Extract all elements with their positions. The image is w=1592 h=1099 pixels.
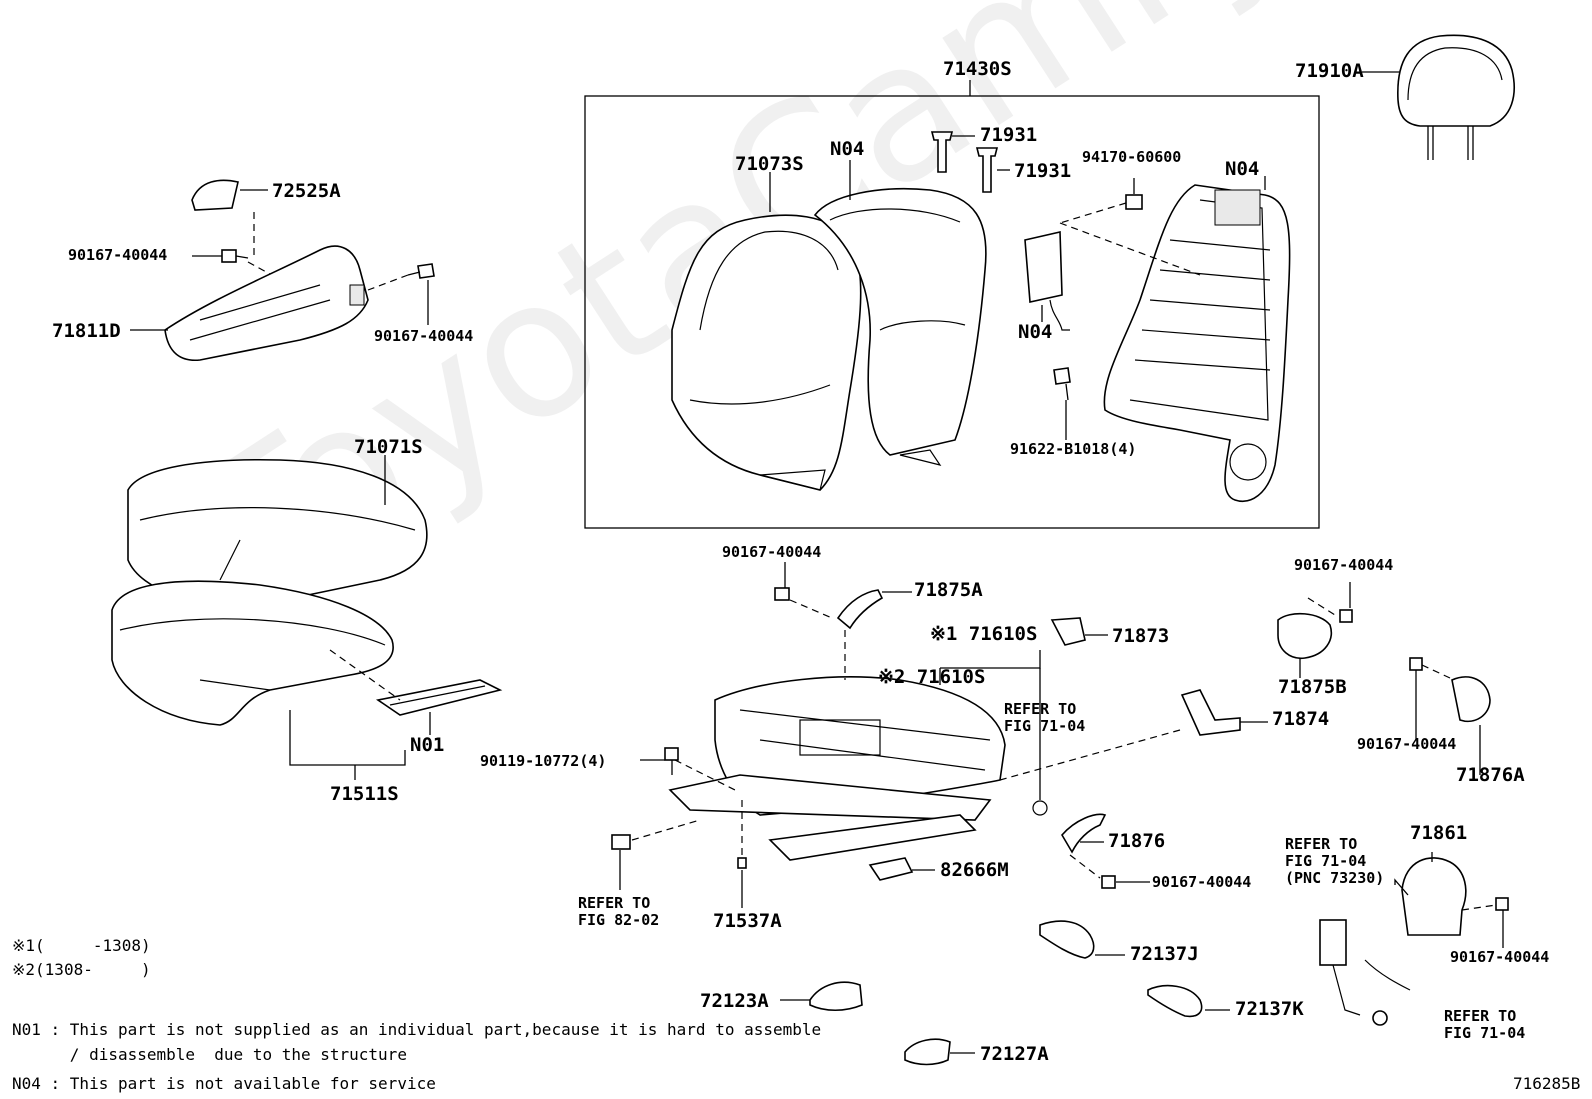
cover-71875A (836, 589, 884, 630)
cover-72137K (1147, 984, 1203, 1018)
label-72127A: 72127A (980, 1043, 1049, 1065)
airbag-module (1024, 231, 1070, 331)
label-90167-a: 90167-40044 (68, 246, 168, 264)
label-71910A: 71910A (1295, 60, 1364, 82)
cover-72137J (1039, 920, 1095, 959)
seat-adjuster (668, 676, 1006, 861)
screw-90167-b (407, 263, 435, 279)
bolt-90119 (664, 747, 679, 775)
label-71511S: 71511S (330, 783, 399, 805)
screw-90167-g (1495, 897, 1509, 911)
refer-fig-82-02: REFER TO FIG 82-02 (578, 894, 660, 929)
shield-71811D (164, 245, 369, 361)
label-71861: 71861 (1410, 822, 1468, 844)
note-N01-cont: / disassemble due to the structure (12, 1045, 407, 1064)
label-N04-c: N04 (1018, 321, 1053, 343)
label-94170-60600: 94170-60600 (1082, 148, 1182, 166)
label-72525A: 72525A (272, 180, 341, 202)
label-71931-b: 71931 (1014, 160, 1072, 182)
component-N01 (375, 679, 503, 716)
cover-72123A (809, 981, 863, 1012)
label-71876A: 71876A (1456, 764, 1525, 786)
bracket-71874 (1180, 689, 1241, 736)
label-90167-d: 90167-40044 (1294, 556, 1394, 574)
note-N01: N01 : This part is not supplied as an in… (12, 1020, 822, 1039)
seatback-pad-part (813, 187, 987, 466)
screw-90167-f (1101, 875, 1116, 889)
label-72137K: 72137K (1235, 998, 1304, 1020)
note-2: ※2(1308- ) (12, 960, 151, 979)
label-90167-e: 90167-40044 (1357, 735, 1457, 753)
clip-71537A (737, 857, 747, 869)
label-90119: 90119-10772(4) (480, 752, 607, 770)
label-71874: 71874 (1272, 708, 1330, 730)
headrest-part (1397, 34, 1515, 160)
note-N04: N04 : This part is not available for ser… (12, 1074, 436, 1093)
label-72123A: 72123A (700, 990, 769, 1012)
cover-71875B (1277, 612, 1332, 660)
label-90167-c: 90167-40044 (722, 543, 822, 561)
figure-id: 716285B (1513, 1074, 1581, 1093)
cover-71876A (1451, 676, 1491, 722)
clip-82666M (868, 857, 914, 881)
fastener-71931 (930, 131, 999, 193)
refer-fig-71-04-a: REFER TO FIG 71-04 (1004, 700, 1086, 735)
label-82666M: 82666M (940, 859, 1009, 881)
label-71876: 71876 (1108, 830, 1166, 852)
cover-72127A (904, 1038, 951, 1066)
label-71610S-1: ※1 71610S (930, 623, 1038, 645)
label-72137J: 72137J (1130, 943, 1199, 965)
note-1: ※1( -1308) (12, 936, 151, 955)
label-71610S-2: ※2 71610S (878, 666, 986, 688)
label-90167-g: 90167-40044 (1450, 948, 1550, 966)
screw-90167-d (1339, 609, 1353, 623)
cover-71861 (1401, 857, 1467, 936)
refer-fig-71-04-b: REFER TO FIG 71-04 (PNC 73230) (1285, 835, 1385, 887)
label-91622: 91622-B1018(4) (1010, 440, 1137, 458)
label-71430S: 71430S (943, 58, 1012, 80)
screw-90167-a (221, 249, 249, 263)
cushion-pad (111, 580, 394, 726)
nut-94170 (1125, 194, 1143, 210)
seatback-frame (1103, 184, 1291, 502)
refer-fig-71-04-c: REFER TO FIG 71-04 (1444, 1007, 1526, 1042)
label-N04-a: N04 (830, 138, 865, 160)
cover-71876 (1061, 813, 1107, 854)
connector-82-02 (611, 834, 631, 850)
bolt-91622 (1053, 367, 1071, 401)
label-71873: 71873 (1112, 625, 1170, 647)
label-N04-b: N04 (1225, 158, 1260, 180)
screw-90167-c (774, 587, 790, 601)
label-71931-a: 71931 (980, 124, 1038, 146)
label-71073S: 71073S (735, 153, 804, 175)
cover-72525A (191, 179, 239, 211)
label-71537A: 71537A (713, 910, 782, 932)
bracket-71873 (1050, 617, 1086, 646)
label-N01: N01 (410, 734, 445, 756)
label-71811D: 71811D (52, 320, 121, 342)
label-90167-b: 90167-40044 (374, 327, 474, 345)
label-71875B: 71875B (1278, 676, 1347, 698)
screw-90167-e (1409, 657, 1423, 671)
seatback-cover-part (671, 214, 862, 491)
label-71071S: 71071S (354, 436, 423, 458)
seatbelt-buckle (1319, 919, 1411, 1026)
label-71875A: 71875A (914, 579, 983, 601)
seatback-group-box (584, 95, 1320, 529)
label-90167-f: 90167-40044 (1152, 873, 1252, 891)
